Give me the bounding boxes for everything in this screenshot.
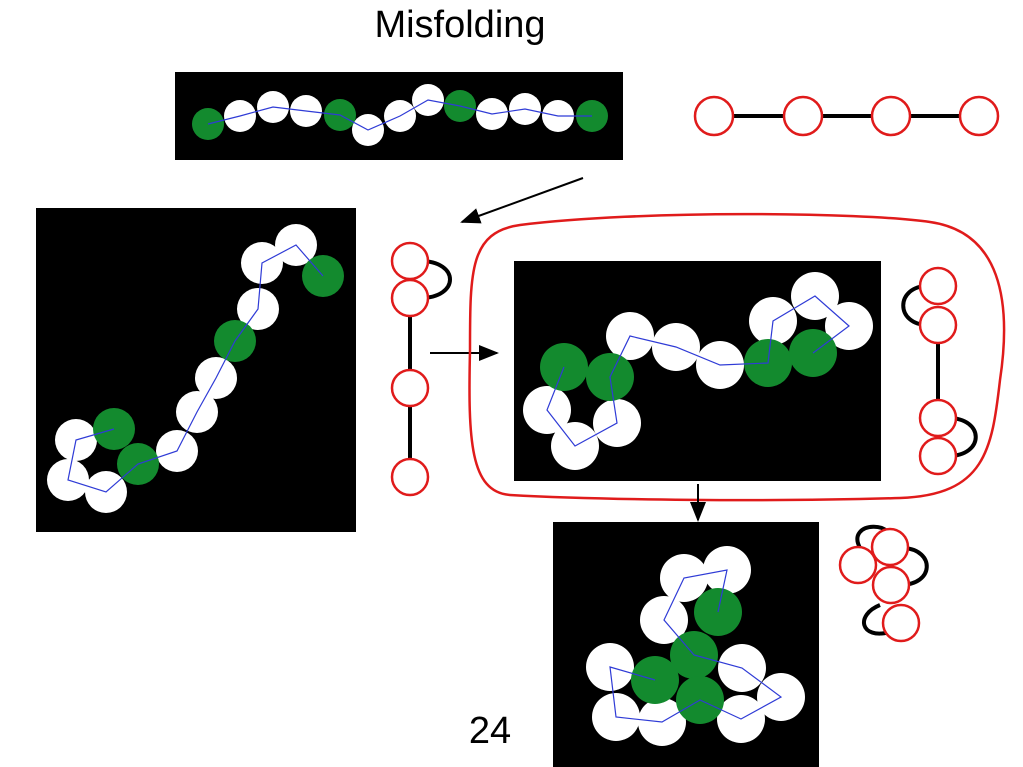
backbone [67, 244, 324, 493]
beads [586, 546, 805, 746]
page-number: 24 [468, 710, 512, 752]
backbone [609, 569, 783, 723]
panel-misfolded [514, 261, 881, 481]
schematic-two-loops [901, 266, 978, 476]
backbone [207, 99, 592, 131]
backbone [546, 295, 850, 447]
misfold-highlight-outline [468, 212, 1006, 502]
panel-extended-chain [175, 72, 623, 160]
arrow-to-partial-fold [460, 177, 584, 224]
slide-title: Misfolding [374, 4, 546, 46]
schematic-linear [693, 95, 1000, 137]
schematic-one-loop [390, 241, 452, 497]
panel-partial-fold [36, 208, 356, 532]
schematic-compact [838, 524, 929, 643]
panel-compact-misfold [553, 522, 819, 767]
